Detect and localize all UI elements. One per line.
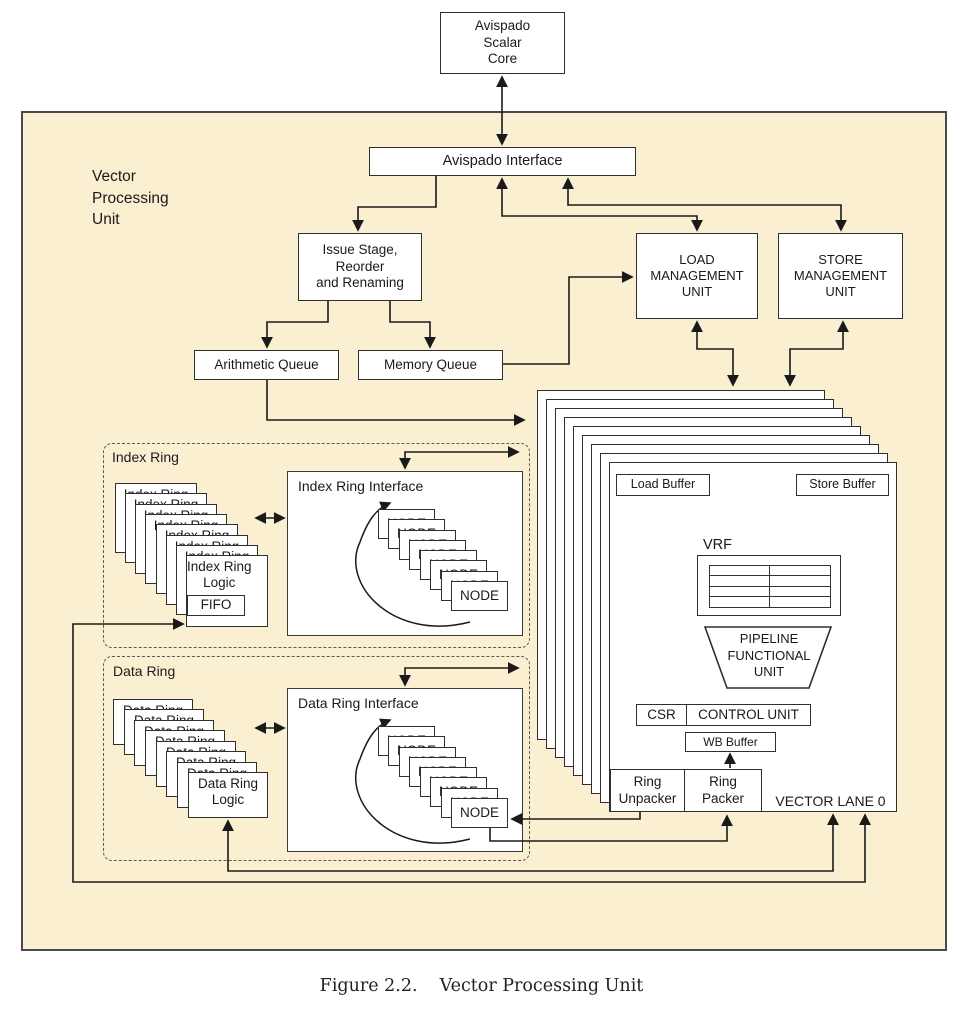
avispado-interface-box: Avispado Interface (369, 147, 636, 176)
index-ring-node-front: NODE (451, 581, 508, 611)
ring-unpacker-box: Ring Unpacker (610, 769, 685, 812)
store-buffer-box: Store Buffer (796, 474, 889, 496)
load-management-unit-box: LOAD MANAGEMENT UNIT (636, 233, 758, 319)
csr-box: CSR (636, 704, 687, 726)
store-management-unit-box: STORE MANAGEMENT UNIT (778, 233, 903, 319)
vrf-label: VRF (703, 537, 732, 553)
fifo-box: FIFO (187, 594, 245, 616)
data-ring-title: Data Ring (113, 663, 176, 679)
data-ring-node-front: NODE (451, 798, 508, 828)
load-buffer-box: Load Buffer (616, 474, 710, 496)
figure-caption: Figure 2.2. Vector Processing Unit (0, 976, 963, 996)
memory-queue-box: Memory Queue (358, 350, 503, 380)
vpu-title: Vector Processing Unit (92, 168, 169, 229)
issue-stage-box: Issue Stage, Reorder and Renaming (298, 233, 422, 301)
index-ring-logic-label: Index Ring Logic (187, 559, 252, 591)
control-unit-box: CONTROL UNIT (686, 704, 811, 726)
figure-caption-title: Vector Processing Unit (439, 976, 644, 996)
index-ring-interface-box: Index Ring Interface NODE NODE NODE NODE… (287, 471, 523, 636)
ring-packer-box: Ring Packer (684, 769, 762, 812)
index-ring-title: Index Ring (112, 449, 179, 465)
figure-caption-number: Figure 2.2. (319, 976, 418, 996)
vector-lane-0: Load Buffer Store Buffer VRF PIPELINE FU… (609, 462, 897, 812)
index-ring-interface-label: Index Ring Interface (298, 478, 424, 494)
arithmetic-queue-box: Arithmetic Queue (194, 350, 339, 380)
wb-buffer-box: WB Buffer (685, 732, 776, 752)
avispado-scalar-core-box: Avispado Scalar Core (440, 12, 565, 74)
pipeline-functional-unit-label: PIPELINE FUNCTIONAL UNIT (727, 631, 811, 680)
index-ring-logic-box: Index Ring Logic FIFO (186, 555, 268, 627)
vector-lane-label: VECTOR LANE 0 (775, 793, 886, 809)
data-ring-interface-box: Data Ring Interface NODE NODE NODE NODE … (287, 688, 523, 852)
vrf-register-grid (709, 565, 831, 608)
data-ring-logic-box: Data Ring Logic (188, 772, 268, 818)
vrf-box (697, 555, 841, 616)
